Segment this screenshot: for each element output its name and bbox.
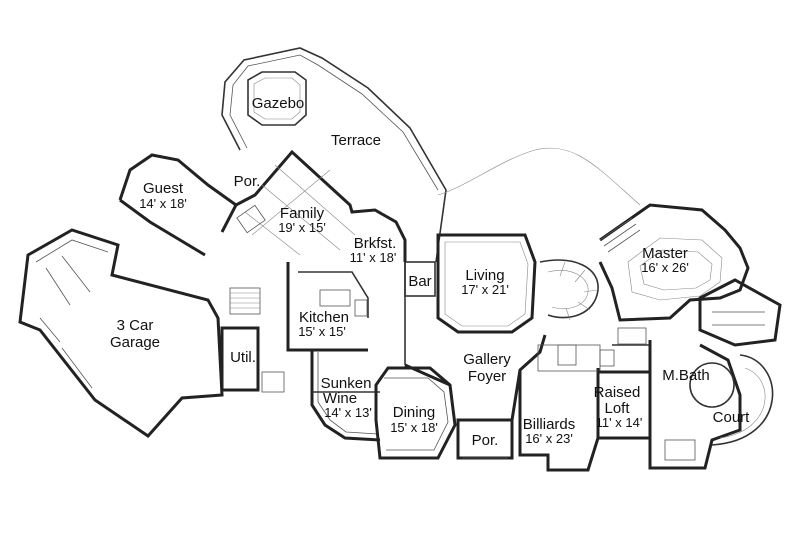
label-living: Living	[465, 267, 504, 284]
label-wine-dims: 14' x 13'	[324, 405, 372, 420]
label-porch-front: Por.	[472, 432, 499, 449]
label-sunken: Sunken	[321, 375, 372, 392]
room-labels: Gazebo Terrace Por. Guest 14' x 18' Fami…	[110, 95, 750, 449]
label-master-dims: 16' x 26'	[641, 260, 689, 275]
label-breakfast: Brkfst.	[354, 235, 397, 252]
label-family: Family	[280, 205, 325, 222]
label-wine: Wine	[323, 390, 357, 407]
label-court: Court	[713, 409, 751, 426]
label-kitchen: Kitchen	[299, 309, 349, 326]
label-gazebo: Gazebo	[252, 95, 305, 112]
label-porch-left: Por.	[234, 173, 261, 190]
label-dining-dims: 15' x 18'	[390, 420, 438, 435]
label-guest: Guest	[143, 180, 184, 197]
label-dining: Dining	[393, 404, 436, 421]
label-foyer: Foyer	[468, 368, 506, 385]
label-kitchen-dims: 15' x 15'	[298, 324, 346, 339]
label-breakfast-dims: 11' x 18'	[350, 250, 397, 265]
label-family-dims: 19' x 15'	[278, 220, 326, 235]
label-guest-dims: 14' x 18'	[139, 196, 187, 211]
label-master: Master	[642, 245, 688, 262]
label-terrace: Terrace	[331, 132, 381, 149]
label-billiards-dims: 16' x 23'	[525, 431, 573, 446]
label-billiards: Billiards	[523, 416, 576, 433]
label-raised: Raised	[594, 384, 641, 401]
label-loft-dims: 11' x 14'	[596, 415, 643, 430]
label-gallery: Gallery	[463, 351, 511, 368]
exterior-walls	[18, 47, 782, 472]
label-master-bath: M.Bath	[662, 367, 710, 384]
label-living-dims: 17' x 21'	[461, 282, 509, 297]
label-utility: Util.	[230, 349, 256, 366]
label-garage-2: Garage	[110, 334, 160, 351]
label-garage-1: 3 Car	[117, 317, 154, 334]
label-bar: Bar	[408, 273, 431, 290]
label-loft: Loft	[604, 400, 630, 417]
